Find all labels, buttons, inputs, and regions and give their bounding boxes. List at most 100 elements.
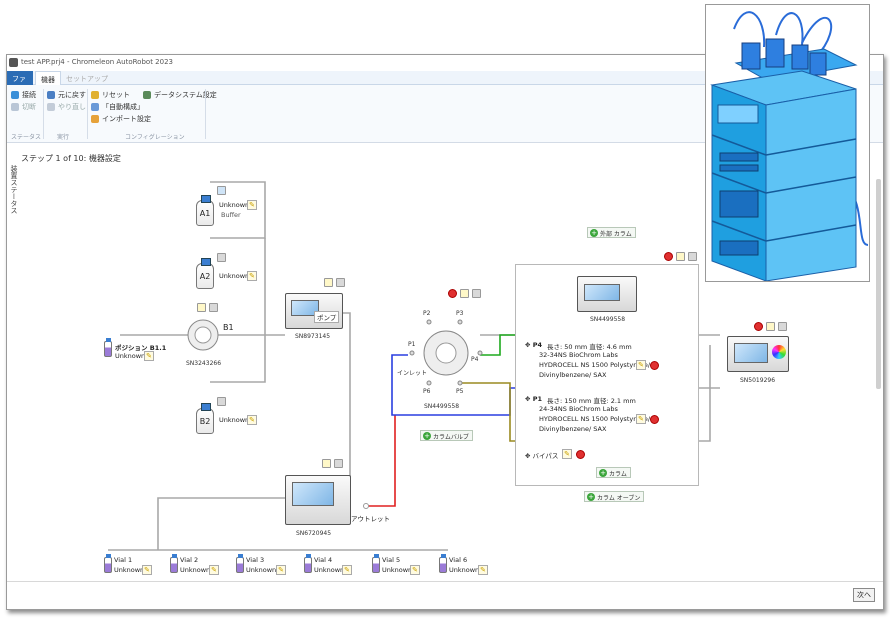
column-p1-port[interactable]: ✥ P1 <box>525 395 543 403</box>
gear-icon[interactable] <box>209 303 218 312</box>
detector-module[interactable] <box>727 336 789 372</box>
gear-icon[interactable] <box>336 278 345 287</box>
flow-line-red <box>368 415 396 507</box>
edit-pencil-icon[interactable]: ✎ <box>342 565 352 575</box>
bottle-a1-sub: Buffer <box>221 211 241 219</box>
vial-1[interactable] <box>104 554 112 573</box>
column-oven-module[interactable] <box>577 276 637 312</box>
gear-icon[interactable] <box>334 459 343 468</box>
stop-icon[interactable] <box>448 289 457 298</box>
auto-config-button[interactable]: 「自動構成」 <box>91 101 144 113</box>
autosampler-module[interactable] <box>285 475 351 525</box>
flow-line-blue <box>391 354 537 416</box>
column-valve-button[interactable]: カラムバルブ <box>420 430 473 441</box>
gear-icon[interactable] <box>217 397 226 406</box>
vial-6[interactable] <box>439 554 447 573</box>
column-p4-port[interactable]: ✥ P4 <box>525 341 543 349</box>
step-indicator: ステップ 1 of 10: 機器設定 <box>21 154 121 163</box>
bulb-icon[interactable] <box>324 278 333 287</box>
bypass-row[interactable]: ✥ バイパス <box>525 452 559 460</box>
b1-valve-serial: SN3243266 <box>186 360 222 367</box>
connect-icon <box>11 91 19 99</box>
edit-pencil-icon[interactable]: ✎ <box>636 414 646 424</box>
stop-icon[interactable] <box>754 322 763 331</box>
delete-icon[interactable] <box>650 361 659 370</box>
wand-icon <box>91 103 99 111</box>
next-button[interactable]: 次へ <box>853 588 875 602</box>
column-oven-button[interactable]: カラム オーブン <box>584 491 645 502</box>
column-p4-line3: Divinylbenzene/ SAX <box>539 371 607 379</box>
external-column-button[interactable]: 外部 カラム <box>587 227 636 238</box>
bulb-icon[interactable] <box>322 459 331 468</box>
pump-module[interactable]: ポンプ <box>285 293 343 329</box>
vertical-scrollbar[interactable] <box>876 179 881 389</box>
monitor-icon[interactable] <box>217 186 226 195</box>
bulb-icon[interactable] <box>676 252 685 261</box>
edit-pencil-icon[interactable]: ✎ <box>636 360 646 370</box>
edit-pencil-icon[interactable]: ✎ <box>209 565 219 575</box>
autosampler-screen <box>292 482 334 506</box>
reset-icon <box>91 91 99 99</box>
edit-pencil-icon[interactable]: ✎ <box>247 415 257 425</box>
vial-3-label: Vial 3 <box>246 556 265 564</box>
edit-pencil-icon[interactable]: ✎ <box>247 271 257 281</box>
vial-5[interactable] <box>372 554 380 573</box>
redo-button[interactable]: やり直し <box>47 101 86 113</box>
vial-3-status: Unknown <box>246 566 277 574</box>
vial-4[interactable] <box>304 554 312 573</box>
vial-2-status: Unknown <box>180 566 211 574</box>
stop-icon[interactable] <box>664 252 673 261</box>
autosampler-serial: SN6720945 <box>296 530 332 537</box>
disconnect-button[interactable]: 切断 <box>11 101 36 113</box>
edit-pencil-icon[interactable]: ✎ <box>478 565 488 575</box>
bottle-a1-status: Unknown <box>219 201 250 209</box>
bulb-icon[interactable] <box>766 322 775 331</box>
gear-icon[interactable] <box>472 289 481 298</box>
vial-3[interactable] <box>236 554 244 573</box>
title-bar: test APP.prj4 - Chromeleon AutoRobot 202… <box>7 55 883 71</box>
outlet-label: アウトレット <box>351 515 390 523</box>
vial-2[interactable] <box>170 554 178 573</box>
gear-icon[interactable] <box>778 322 787 331</box>
port-label-p1: P1 <box>408 341 416 348</box>
footer-bar: 次へ <box>7 581 883 609</box>
pipe-a1-a2 <box>210 181 266 239</box>
position-vial[interactable] <box>104 338 112 357</box>
side-panel-label[interactable]: 装置ステータス <box>10 165 18 214</box>
instrument-photo <box>705 4 870 282</box>
edit-pencil-icon[interactable]: ✎ <box>247 200 257 210</box>
tab-setup[interactable]: セットアップ <box>66 75 108 83</box>
add-column-button[interactable]: カラム <box>596 467 631 478</box>
pump-screen <box>291 300 319 316</box>
detector-serial: SN5019296 <box>740 377 776 384</box>
tab-instruments[interactable]: 機器 <box>35 71 61 85</box>
edit-pencil-icon[interactable]: ✎ <box>410 565 420 575</box>
edit-pencil-icon[interactable]: ✎ <box>276 565 286 575</box>
port-label-p3: P3 <box>456 310 464 317</box>
gear-icon[interactable] <box>688 252 697 261</box>
vial-1-label: Vial 1 <box>114 556 133 564</box>
edit-pencil-icon[interactable]: ✎ <box>562 449 572 459</box>
gear-icon[interactable] <box>217 253 226 262</box>
data-system-button[interactable]: データシステム設定 <box>143 89 217 101</box>
bottle-a2[interactable]: A2 <box>196 258 214 289</box>
column-valve-center <box>435 342 457 364</box>
undo-button[interactable]: 元に戻す <box>47 89 86 101</box>
delete-icon[interactable] <box>650 415 659 424</box>
ribbon-tabs: ファイル 機器 セットアップ <box>7 71 883 93</box>
bulb-icon[interactable] <box>197 303 206 312</box>
column-p1-line2: HYDROCELL NS 1500 Polystyrene/ <box>539 415 651 423</box>
port-label-p6: P6 <box>423 388 431 395</box>
vial-4-status: Unknown <box>314 566 345 574</box>
connect-button[interactable]: 接続 <box>11 89 36 101</box>
bulb-icon[interactable] <box>460 289 469 298</box>
edit-pencil-icon[interactable]: ✎ <box>144 351 154 361</box>
reset-button[interactable]: リセット <box>91 89 130 101</box>
delete-icon[interactable] <box>576 450 585 459</box>
pump-tag: ポンプ <box>314 311 340 323</box>
bottle-a1[interactable]: A1 <box>196 195 214 226</box>
edit-pencil-icon[interactable]: ✎ <box>142 565 152 575</box>
import-settings-button[interactable]: インポート設定 <box>91 113 151 125</box>
group-label-config: コンフィグレーション <box>125 134 185 141</box>
bottle-b2[interactable]: B2 <box>196 403 214 434</box>
